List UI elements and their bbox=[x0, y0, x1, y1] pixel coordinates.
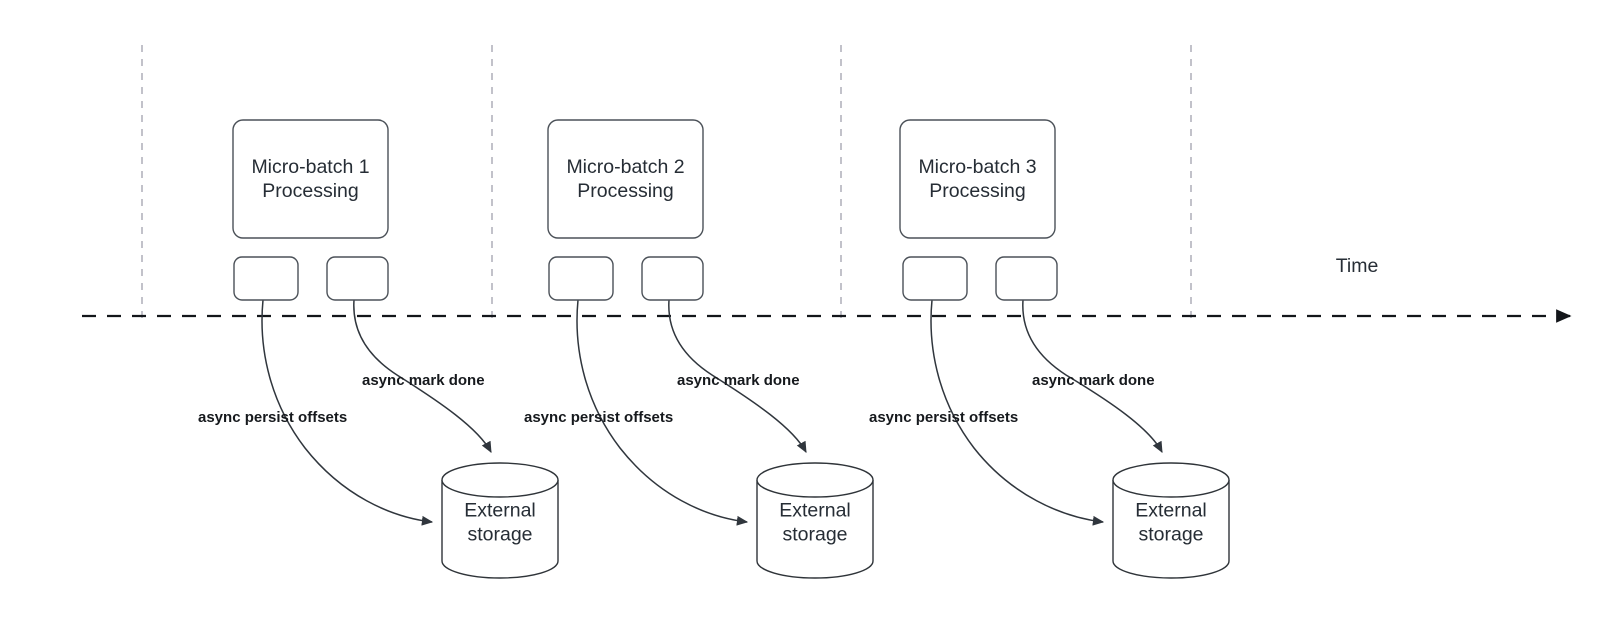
task-box-task-1a[interactable] bbox=[233, 256, 299, 301]
micro-batch-label-line1-1: Micro-batch 1 bbox=[251, 156, 369, 178]
external-storage-cylinder-top-3[interactable] bbox=[1112, 462, 1230, 498]
external-storage-label-line2-1: storage bbox=[467, 524, 532, 546]
task-box-task-2b[interactable] bbox=[641, 256, 704, 301]
task-box-task-3a[interactable] bbox=[902, 256, 968, 301]
micro-batch-label-line1-2: Micro-batch 2 bbox=[566, 156, 684, 178]
edge-persist-offsets-1 bbox=[261, 299, 434, 526]
external-storage-cylinder-body-1[interactable] bbox=[441, 480, 559, 579]
external-storage-label-line1-1: External bbox=[464, 500, 536, 522]
task-box-task-2a[interactable] bbox=[548, 256, 614, 301]
external-storage-cylinder-body-2[interactable] bbox=[756, 480, 874, 579]
micro-batch-label-line1-3: Micro-batch 3 bbox=[918, 156, 1036, 178]
external-storage-label-line1-3: External bbox=[1135, 500, 1207, 522]
time-axis-label: Time bbox=[1336, 255, 1379, 277]
micro-batch-label-line2-1: Processing bbox=[262, 180, 358, 202]
micro-batch-label-line2-3: Processing bbox=[929, 180, 1025, 202]
task-box-task-1b[interactable] bbox=[326, 256, 389, 301]
edge-label-mark-done-1: async mark done bbox=[362, 372, 485, 389]
external-storage-cylinder-top-2[interactable] bbox=[756, 462, 874, 498]
edge-mark-done-2 bbox=[668, 299, 807, 453]
external-storage-label-line1-2: External bbox=[779, 500, 851, 522]
edge-label-persist-offsets-1: async persist offsets bbox=[198, 409, 347, 426]
micro-batch-box-1[interactable] bbox=[232, 119, 389, 239]
timeline-tick-group bbox=[141, 45, 1192, 322]
external-storage-cylinder-body-3[interactable] bbox=[1112, 480, 1230, 579]
edge-label-mark-done-3: async mark done bbox=[1032, 372, 1155, 389]
edge-label-mark-done-2: async mark done bbox=[677, 372, 800, 389]
edges-group bbox=[261, 299, 1163, 526]
micro-batch-box-2[interactable] bbox=[547, 119, 704, 239]
edge-label-persist-offsets-2: async persist offsets bbox=[524, 409, 673, 426]
edge-label-persist-offsets-3: async persist offsets bbox=[869, 409, 1018, 426]
edge-mark-done-1 bbox=[353, 299, 492, 453]
external-storage-label-line2-3: storage bbox=[1138, 524, 1203, 546]
task-box-task-3b[interactable] bbox=[995, 256, 1058, 301]
edge-persist-offsets-2 bbox=[576, 299, 749, 526]
external-storage-cylinder-top-1[interactable] bbox=[441, 462, 559, 498]
nodes-group bbox=[232, 119, 1230, 579]
edge-persist-offsets-3 bbox=[930, 299, 1105, 526]
edge-mark-done-3 bbox=[1022, 299, 1163, 453]
external-storage-label-line2-2: storage bbox=[782, 524, 847, 546]
micro-batch-box-3[interactable] bbox=[899, 119, 1056, 239]
micro-batch-label-line2-2: Processing bbox=[577, 180, 673, 202]
